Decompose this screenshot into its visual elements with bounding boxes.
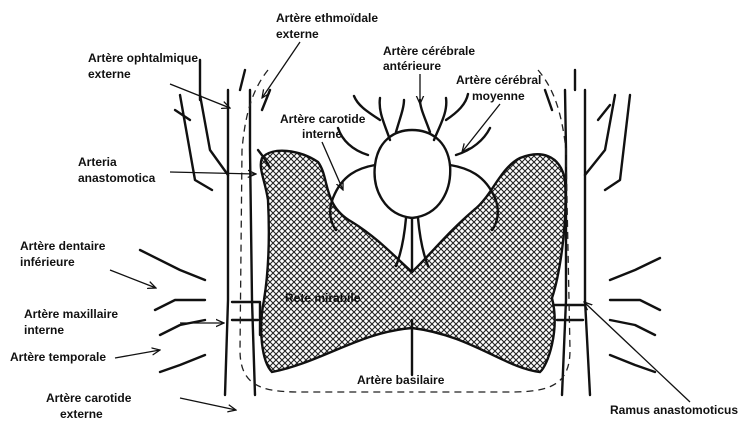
svg-text:Artère maxillaire: Artère maxillaire (24, 307, 118, 321)
left-vessel-tree (140, 60, 270, 395)
svg-text:antérieure: antérieure (383, 59, 441, 73)
label-dentaire: Artère dentaire inférieure (20, 239, 106, 269)
svg-text:interne: interne (24, 323, 64, 337)
svg-text:inférieure: inférieure (20, 255, 75, 269)
svg-text:Artère ophtalmique: Artère ophtalmique (88, 51, 198, 65)
svg-text:Artère carotide: Artère carotide (46, 391, 132, 405)
svg-text:Artère cérébral: Artère cérébral (456, 73, 541, 87)
svg-text:externe: externe (88, 67, 131, 81)
label-cerebral-moyenne: Artère cérébral moyenne (456, 73, 541, 103)
label-arteria-anastomotica: Arteria anastomotica (78, 155, 156, 185)
svg-text:Arteria: Arteria (78, 155, 117, 169)
svg-text:moyenne: moyenne (472, 89, 525, 103)
svg-text:anastomotica: anastomotica (78, 171, 156, 185)
label-basilaire: Artère basilaire (357, 373, 445, 387)
svg-text:externe: externe (276, 27, 319, 41)
label-maxillaire: Artère maxillaire interne (24, 307, 118, 337)
svg-text:externe: externe (60, 407, 103, 421)
label-cerebrale-anterieure: Artère cérébrale antérieure (383, 44, 475, 73)
label-ramus: Ramus anastomoticus (610, 403, 738, 417)
svg-text:Artère carotide: Artère carotide (280, 112, 366, 126)
svg-text:Artère dentaire: Artère dentaire (20, 239, 106, 253)
label-ethmoidale: Artère ethmoïdale externe (276, 11, 378, 41)
label-rete-mirabile: Rete mirabile (285, 291, 361, 305)
label-carotide-interne: Artère carotide interne (280, 112, 366, 141)
svg-text:Artère cérébrale: Artère cérébrale (383, 44, 475, 58)
svg-text:interne: interne (302, 127, 342, 141)
svg-text:Artère ethmoïdale: Artère ethmoïdale (276, 11, 378, 25)
leader-arrows (110, 42, 690, 410)
label-carotide-externe: Artère carotide externe (46, 391, 132, 421)
label-ophtalmique: Artère ophtalmique externe (88, 51, 198, 81)
label-temporale: Artère temporale (10, 350, 106, 364)
